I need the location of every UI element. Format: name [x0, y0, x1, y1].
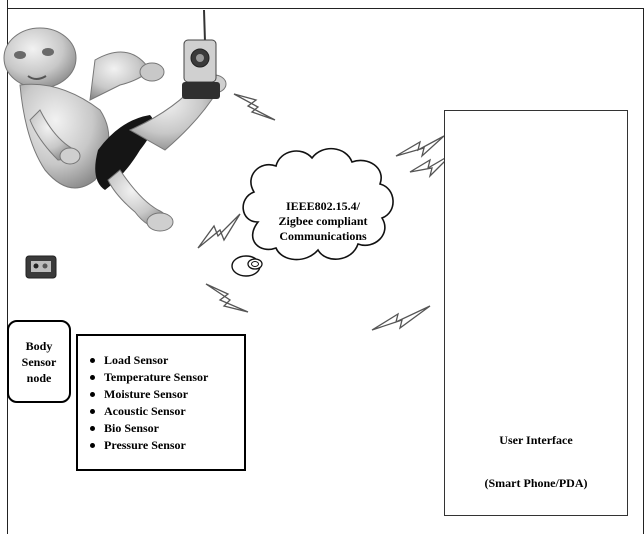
user-interface-title: User Interface: [499, 433, 573, 447]
lightning-icon: [197, 213, 241, 249]
frame-top-line: [7, 8, 644, 9]
body-sensor-node-line2: Sensor: [21, 354, 57, 369]
lightning-icon: [233, 93, 276, 121]
body-sensor-node-line1: Body: [25, 338, 53, 353]
sensor-list: Load Sensor Temperature Sensor Moisture …: [88, 352, 238, 454]
cloud-label-line3: Communications: [279, 229, 367, 243]
sensor-list-box: Load Sensor Temperature Sensor Moisture …: [76, 334, 246, 471]
body-sensor-node-line3: node: [26, 370, 52, 385]
sensor-module-icon: [25, 255, 57, 279]
cloud-label: IEEE802.15.4/ Zigbee compliant Communica…: [268, 199, 378, 244]
frame-left-line: [7, 0, 8, 534]
sensor-item: Load Sensor: [88, 352, 238, 369]
cloud-icon: [231, 147, 394, 277]
lightning-icon: [205, 283, 249, 313]
cloud-label-line1: IEEE802.15.4/: [285, 199, 360, 213]
sensor-item: Acoustic Sensor: [88, 403, 238, 420]
sensor-item: Temperature Sensor: [88, 369, 238, 386]
lightning-icon: [395, 135, 445, 158]
camera-icon: [182, 9, 220, 99]
user-interface-panel: [444, 110, 628, 516]
lightning-icon: [371, 305, 431, 331]
cloud-label-line2: Zigbee compliant: [278, 214, 368, 228]
sensor-item: Bio Sensor: [88, 420, 238, 437]
body-sensor-node-box: Body Sensor node: [7, 320, 71, 403]
user-interface-subtitle: (Smart Phone/PDA): [484, 476, 588, 490]
sensor-item: Pressure Sensor: [88, 437, 238, 454]
sensor-item: Moisture Sensor: [88, 386, 238, 403]
